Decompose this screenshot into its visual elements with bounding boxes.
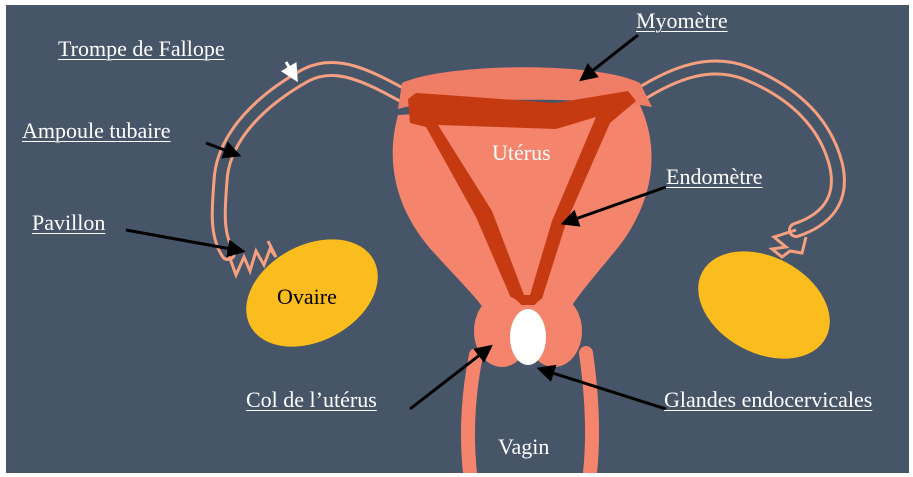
label-pavillon: Pavillon	[32, 212, 105, 234]
label-trompe-de-fallope: Trompe de Fallope	[58, 38, 225, 60]
endocervical-glands	[510, 309, 546, 365]
label-ampoule-tubaire: Ampoule tubaire	[22, 120, 170, 142]
label-uterus: Utérus	[492, 142, 551, 164]
label-ovaire: Ovaire	[277, 286, 337, 308]
label-vagin: Vagin	[498, 436, 549, 458]
label-myometre: Myomètre	[636, 10, 728, 32]
label-glandes-endocervicales: Glandes endocervicales	[664, 389, 872, 411]
label-col-de-luterus: Col de l’utérus	[246, 389, 377, 411]
label-endometre: Endomètre	[666, 166, 763, 188]
